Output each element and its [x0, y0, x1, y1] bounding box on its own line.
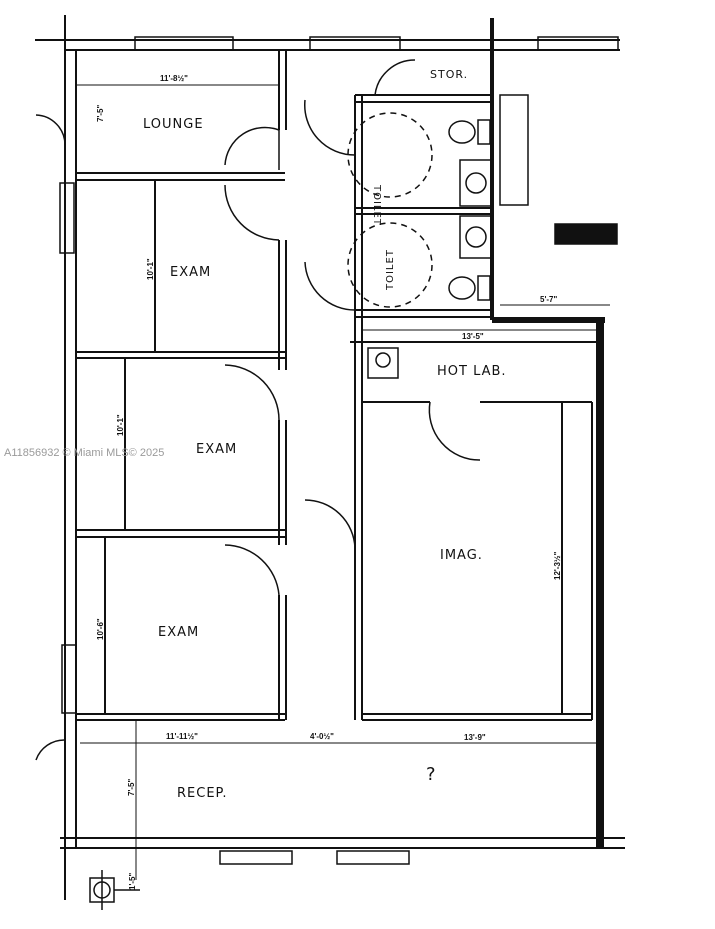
- dim-recep-seg3: 13'-9": [464, 733, 486, 742]
- room-label-storage: STOR.: [430, 68, 469, 81]
- windows: [59, 36, 619, 865]
- room-label-exam: EXAM: [170, 265, 212, 280]
- dim-recep-seg1: 11'-11½": [166, 732, 198, 741]
- interior-walls: [76, 50, 600, 721]
- room-label-exam: EXAM: [196, 442, 238, 457]
- doors: [35, 59, 481, 761]
- dim-exam1-depth: 10'-1": [146, 258, 155, 280]
- room-label-reception: RECEP.: [177, 786, 228, 801]
- dim-recep-seg2: 4'-0½": [310, 732, 334, 741]
- room-label-hot-lab: HOT LAB.: [437, 364, 507, 379]
- question-annotation: ?: [426, 764, 437, 785]
- room-label-toilet: TOILET: [371, 185, 382, 226]
- dim-exam3-depth: 10'-6": [96, 618, 105, 640]
- room-label-exam: EXAM: [158, 625, 200, 640]
- room-label-imaging: IMAG.: [440, 548, 483, 563]
- room-label-toilet: TOILET: [385, 249, 396, 290]
- dim-bottom-offset: 1'-5": [128, 872, 137, 890]
- watermark: A11856932 © Miami MLS© 2025: [4, 447, 165, 459]
- dim-hot-lab-width: 13'-5": [462, 332, 484, 341]
- dimension-lines: [76, 84, 610, 880]
- dim-lounge-depth: 7'-5": [96, 104, 105, 122]
- room-label-lounge: LOUNGE: [143, 117, 204, 132]
- dim-recep-depth: 7'-5": [127, 778, 136, 796]
- dim-corridor: 5'-7": [540, 295, 558, 304]
- north-arrow-icon: [89, 870, 140, 910]
- plumbing-fixtures: [347, 94, 618, 379]
- dim-lounge-width: 11'-8½": [160, 74, 188, 83]
- dim-exam2-depth: 10'-1": [116, 414, 125, 436]
- dim-imag-depth: 12'-3½": [553, 551, 562, 580]
